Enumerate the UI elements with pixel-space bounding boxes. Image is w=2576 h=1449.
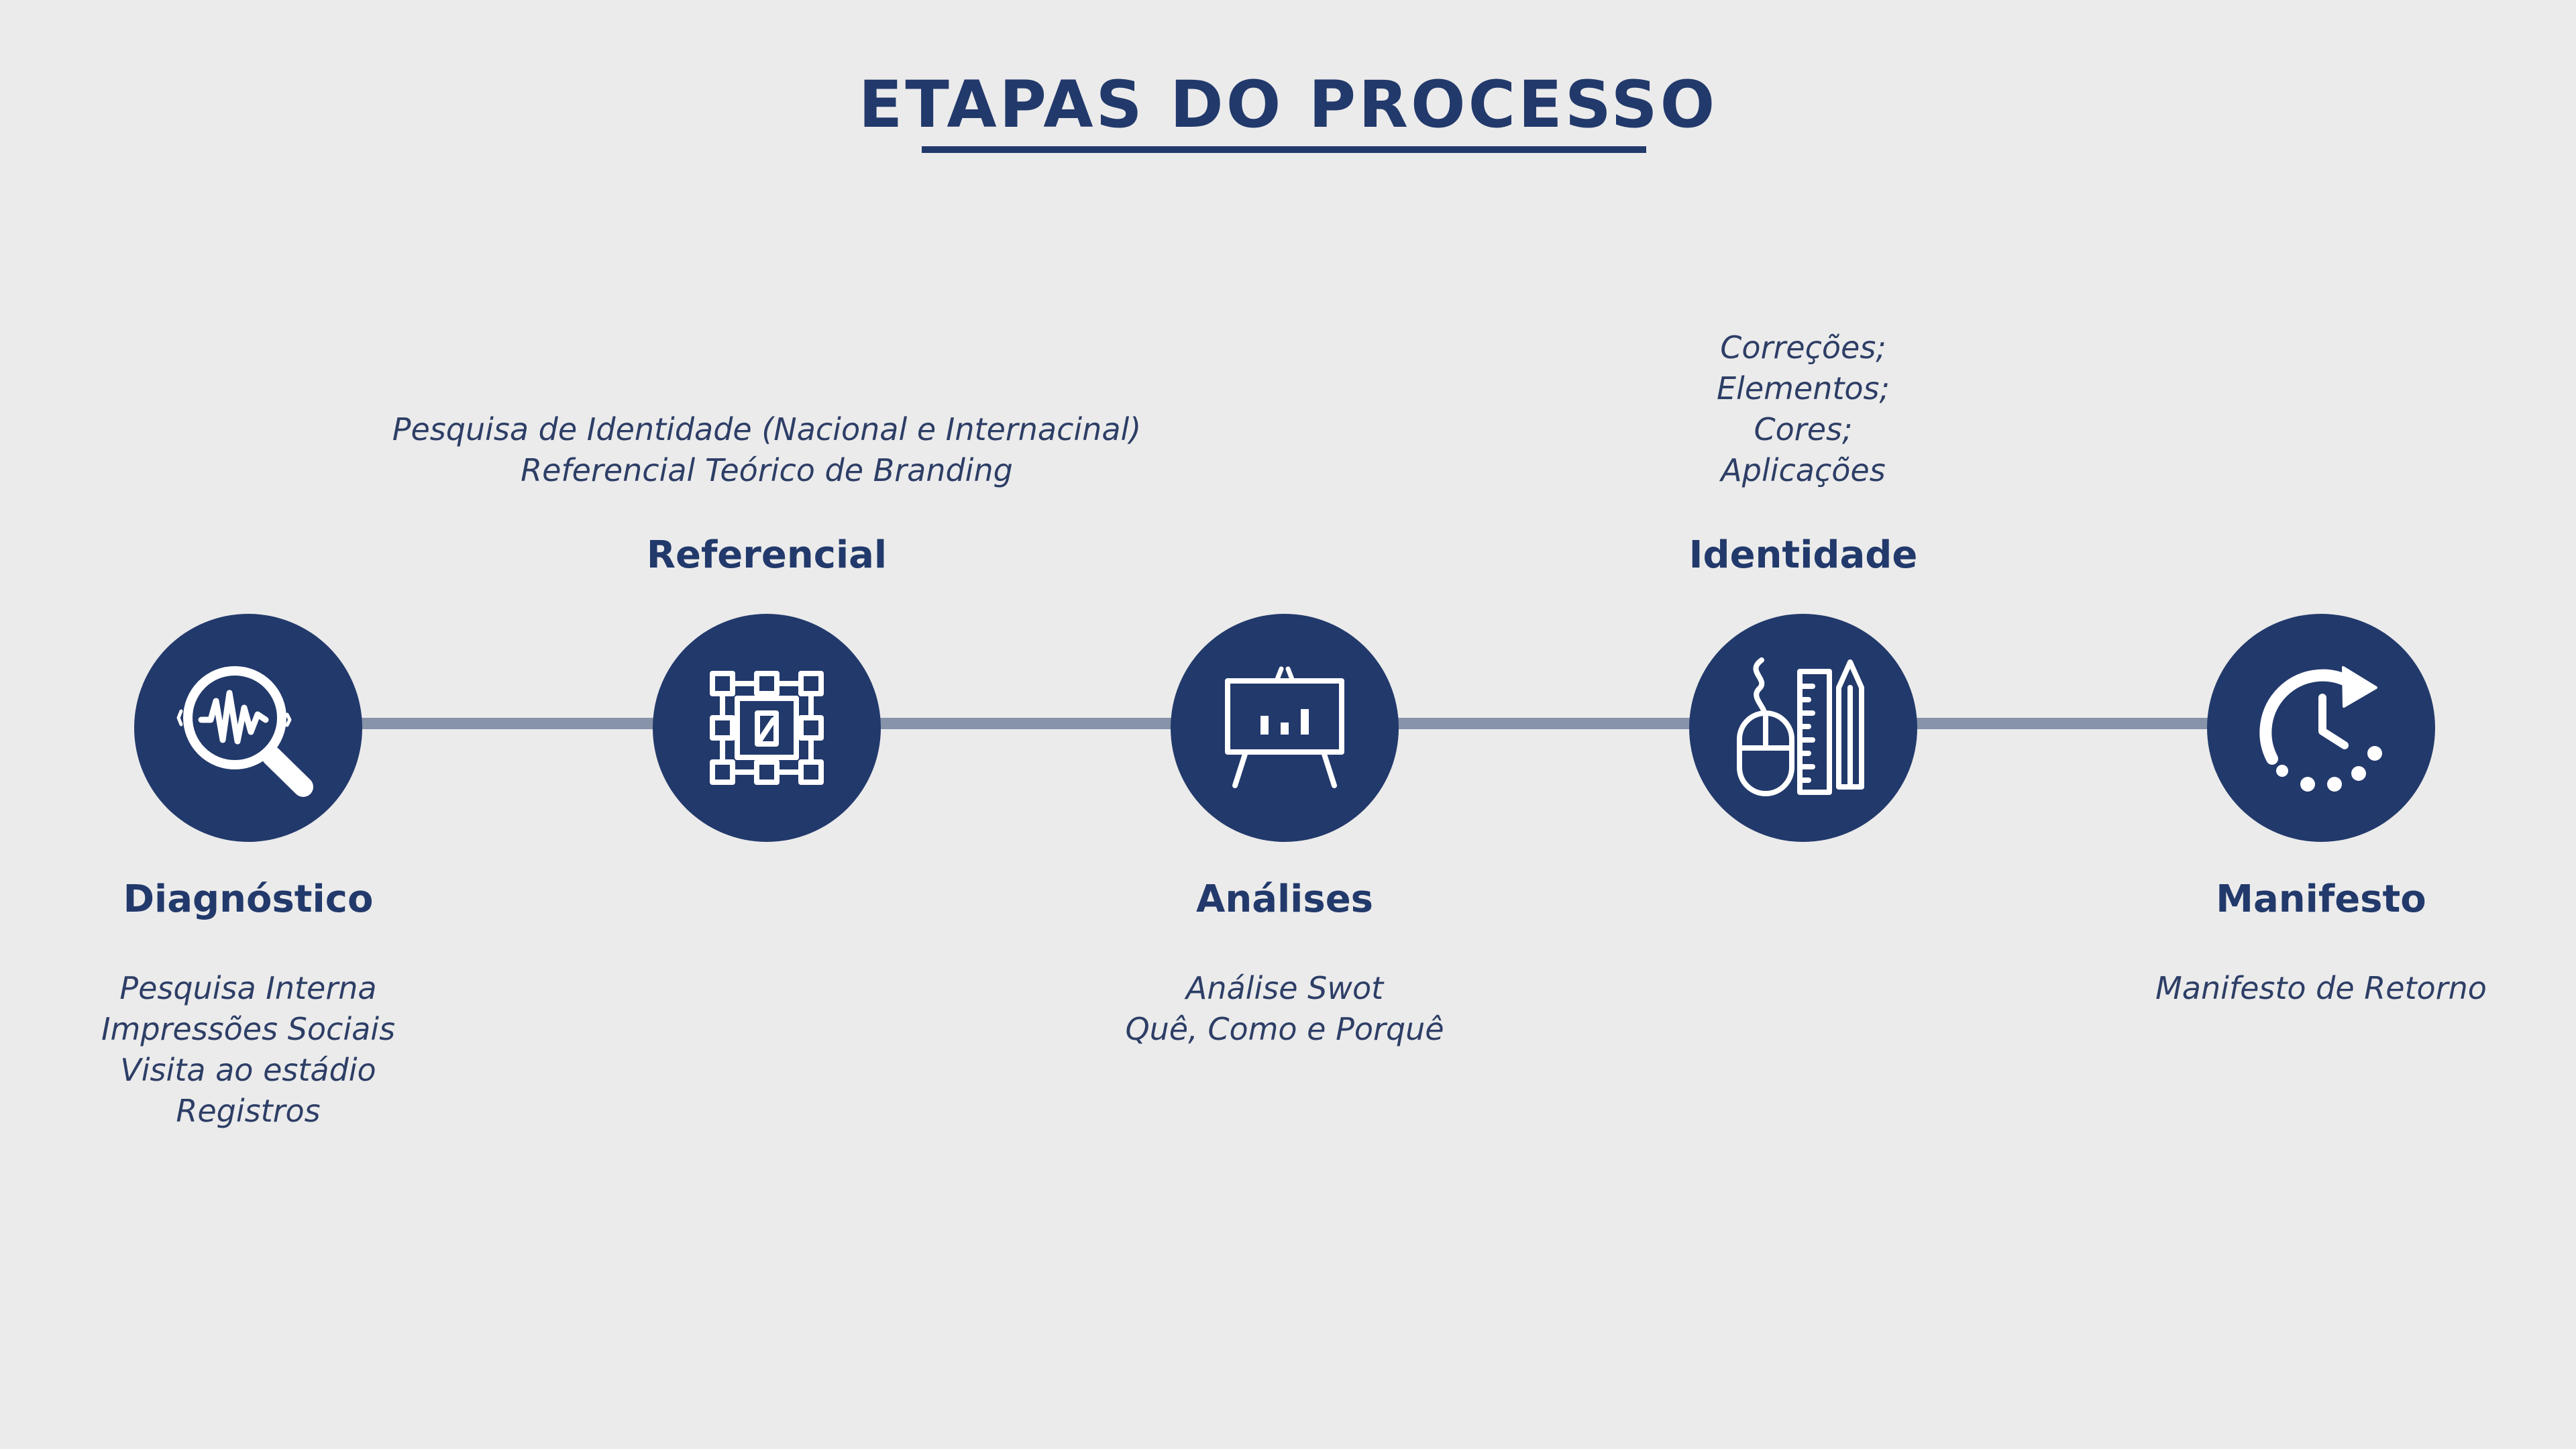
description-line: Referencial Teórico de Branding xyxy=(521,452,1013,488)
clock-refresh-icon xyxy=(2259,666,2382,792)
step-analises-label: Análises xyxy=(1195,877,1374,921)
step-referencial-label: Referencial xyxy=(646,533,888,577)
step-identidade-label: Identidade xyxy=(1688,533,1918,577)
description-line: Quê, Como e Porquê xyxy=(1125,1011,1444,1047)
description-line: Impressões Sociais xyxy=(101,1011,396,1047)
step-analises-circle xyxy=(1171,614,1399,842)
step-referencial-description: Pesquisa de Identidade (Nacional e Inter… xyxy=(331,409,1203,491)
step-manifesto-description: Manifesto de Retorno xyxy=(1885,968,2576,1009)
step-diagnostico-label: Diagnóstico xyxy=(123,877,374,921)
description-line: Visita ao estádio xyxy=(120,1052,376,1088)
description-line: Elementos; xyxy=(1716,370,1890,407)
step-referencial-circle xyxy=(653,614,881,842)
description-line: Análise Swot xyxy=(1185,970,1384,1006)
step-manifesto-circle xyxy=(2207,614,2435,842)
magnifier-waveform-icon xyxy=(176,666,313,797)
description-line: Pesquisa de Identidade (Nacional e Inter… xyxy=(392,411,1142,447)
title-underline xyxy=(922,146,1646,153)
description-line: Manifesto de Retorno xyxy=(2155,970,2487,1006)
description-line: Registros xyxy=(176,1093,321,1129)
description-line: Pesquisa Interna xyxy=(119,970,377,1006)
selection-grid-icon xyxy=(710,671,824,785)
step-identidade-description: Correções; Elementos; Cores; Aplicações xyxy=(1367,327,2239,491)
step-manifesto-label: Manifesto xyxy=(2216,877,2426,921)
description-line: Aplicações xyxy=(1721,452,1886,488)
design-tools-icon xyxy=(1737,657,1864,796)
description-line: Cores; xyxy=(1754,411,1853,447)
presentation-easel-chart-icon xyxy=(1225,666,1344,788)
step-analises-description: Análise Swot Quê, Como e Porquê xyxy=(849,968,1721,1050)
page-title: ETAPAS DO PROCESSO xyxy=(858,67,1718,142)
step-diagnostico-circle xyxy=(134,614,362,842)
description-line: Correções; xyxy=(1720,329,1886,366)
step-identidade-circle xyxy=(1689,614,1917,842)
step-diagnostico-description: Pesquisa Interna Impressões Sociais Visi… xyxy=(0,968,684,1132)
